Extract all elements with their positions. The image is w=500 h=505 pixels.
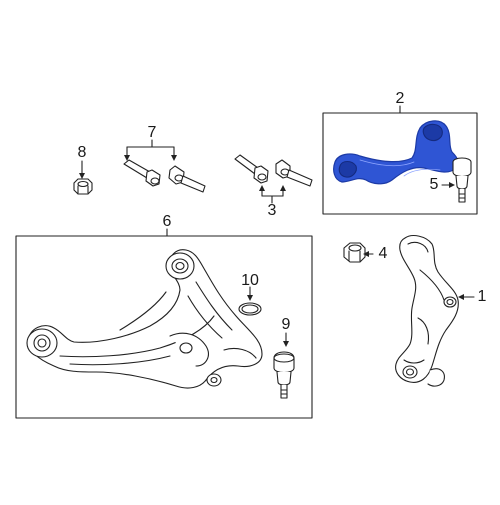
lower-control-arm[interactable]: [26, 249, 263, 389]
arrow-5: [449, 182, 455, 188]
callout-9[interactable]: 9: [281, 316, 291, 333]
bolts-7-bracket: [126, 139, 175, 159]
upper-control-arm[interactable]: [333, 120, 459, 185]
lower-ball-joint[interactable]: [273, 351, 295, 399]
bolt-3a[interactable]: [234, 154, 269, 184]
arrow-3b: [280, 185, 286, 191]
arrow-7b: [171, 155, 177, 161]
bolt-7b[interactable]: [168, 165, 206, 193]
arrow-3a: [259, 185, 265, 191]
arrow-8: [79, 173, 85, 179]
arrow-1: [458, 294, 464, 300]
callout-1[interactable]: 1: [477, 288, 487, 305]
steering-knuckle[interactable]: [395, 235, 459, 387]
callout-6[interactable]: 6: [162, 213, 172, 230]
bolt-7a[interactable]: [123, 159, 161, 187]
bolts-3-bracket: [261, 187, 284, 204]
lower-arm-group-box: [15, 228, 313, 419]
retaining-ring[interactable]: [238, 302, 262, 316]
arrow-4: [363, 251, 369, 257]
arrow-10: [247, 295, 253, 301]
callout-2[interactable]: 2: [395, 90, 405, 107]
nut-8[interactable]: [73, 178, 93, 195]
callout-3[interactable]: 3: [267, 202, 277, 219]
upper-ball-joint[interactable]: [452, 157, 472, 203]
callout-7[interactable]: 7: [147, 124, 157, 141]
arrow-7a: [124, 155, 130, 161]
callout-5[interactable]: 5: [429, 176, 439, 193]
bolt-3b[interactable]: [275, 159, 313, 187]
callout-4[interactable]: 4: [378, 245, 388, 262]
callout-10[interactable]: 10: [241, 272, 259, 289]
callout-8[interactable]: 8: [77, 144, 87, 161]
nut-4[interactable]: [343, 242, 366, 263]
upper-arm-group-box: [322, 105, 478, 215]
arrow-9: [283, 341, 289, 347]
